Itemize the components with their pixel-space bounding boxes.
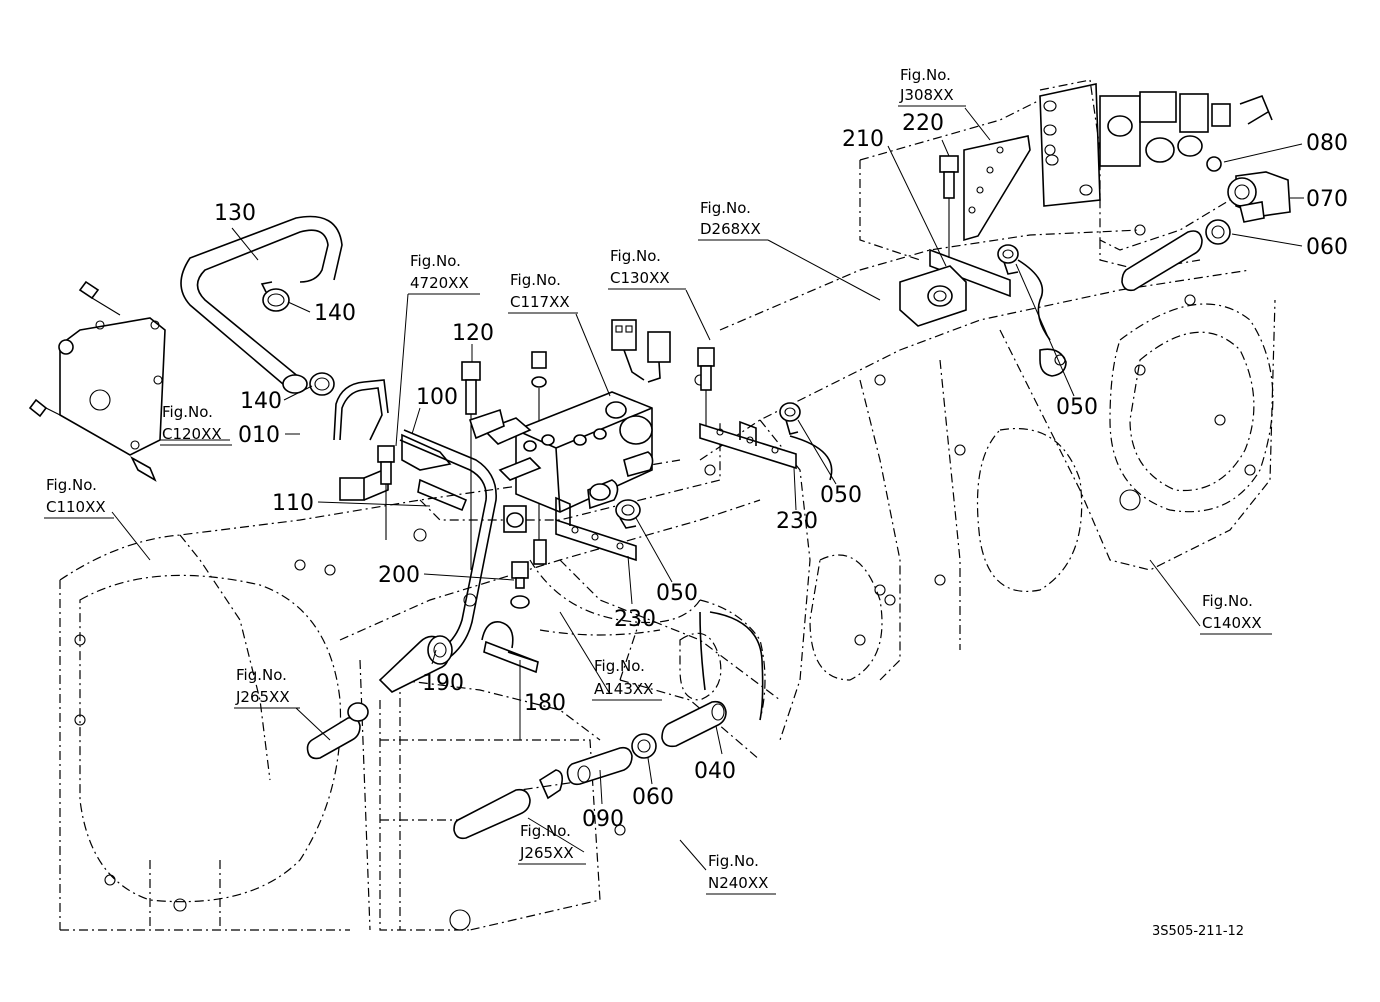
fig-ref-n240xx: Fig.No. N240XX [706,852,776,895]
fig-ref-d268xx: Fig.No. D268XX [698,199,768,241]
hose-upper-right [1121,230,1203,292]
svg-text:J308XX: J308XX [899,86,954,104]
svg-text:4720XX: 4720XX [410,274,469,292]
svg-text:C140XX: C140XX [1202,614,1262,632]
fig-ref-a143xx: Fig.No. A143XX [592,657,662,701]
callout-220: 220 [902,111,944,136]
control-valve-block [468,391,654,565]
svg-text:Fig.No.: Fig.No. [410,252,461,270]
o-ring-080 [1206,156,1222,172]
svg-text:N240XX: N240XX [708,874,768,892]
leader-lines [111,107,1304,871]
svg-text:Fig.No.: Fig.No. [510,271,561,289]
drawing-code: 3S505-211-12 [1152,924,1244,939]
svg-text:Fig.No.: Fig.No. [236,666,287,684]
svg-text:J265XX: J265XX [519,844,574,862]
callout-180: 180 [524,691,566,716]
svg-text:C120XX: C120XX [162,425,222,443]
svg-text:C117XX: C117XX [510,293,570,311]
callout-070: 070 [1306,187,1348,212]
svg-text:Fig.No.: Fig.No. [162,403,213,421]
svg-text:Fig.No.: Fig.No. [46,476,97,494]
bracket-210 [899,135,1031,327]
callout-040: 040 [694,759,736,784]
callout-230-lower: 230 [614,607,656,632]
svg-text:Fig.No.: Fig.No. [520,822,571,840]
callout-060-lower: 060 [632,785,674,810]
hose-040 [661,700,727,748]
callout-090: 090 [582,807,624,832]
svg-text:Fig.No.: Fig.No. [594,657,645,675]
fig-ref-j265xx-left: Fig.No. J265XX [234,666,300,709]
clamp-060-lower [631,733,657,759]
bracket-plate-230 [555,420,797,562]
svg-text:A143XX: A143XX [594,680,653,698]
svg-text:Fig.No.: Fig.No. [708,852,759,870]
callout-050-lower: 050 [656,581,698,606]
svg-text:C110XX: C110XX [46,498,106,516]
svg-text:C130XX: C130XX [610,269,670,287]
bolt-120 [461,361,481,570]
callout-140-lower: 140 [240,389,282,414]
callout-060-upper: 060 [1306,235,1348,260]
fig-ref-j308xx: Fig.No. J308XX [898,66,966,107]
transmission-housing-outline [59,79,1276,931]
callout-050-right: 050 [1056,395,1098,420]
electrical-connectors [611,319,671,383]
callout-010: 010 [238,423,280,448]
bolt-220 [939,155,959,258]
callout-080: 080 [1306,131,1348,156]
callout-120: 120 [452,321,494,346]
clamp-060-upper [1205,219,1231,245]
figure-references: Fig.No. J308XX Fig.No. D268XX Fig.No. C1… [44,66,1272,895]
callout-210: 210 [842,127,884,152]
callout-140-upper: 140 [314,301,356,326]
pipe-110-190 [399,429,497,661]
fig-ref-4720xx: Fig.No. 4720XX [408,252,480,295]
clamp-050 [615,244,1019,529]
cover-plate-010 [28,280,166,482]
fig-ref-c110xx: Fig.No. C110XX [44,476,114,519]
callout-100: 100 [416,385,458,410]
svg-text:D268XX: D268XX [700,220,761,238]
hydraulic-unit-top-right [1039,83,1273,207]
fitting-090 [538,746,633,800]
svg-text:J265XX: J265XX [235,688,290,706]
clamp-180 [481,621,539,674]
callout-110: 110 [272,491,314,516]
u-bracket [333,379,389,501]
callout-190: 190 [422,671,464,696]
fig-ref-c117xx: Fig.No. C117XX [508,271,578,314]
part-callouts: 010 040 050 050 050 060 060 070 080 090 … [214,111,1348,832]
hose-clamp-140 [260,281,335,396]
housing-bolt-holes [74,144,1256,931]
svg-text:Fig.No.: Fig.No. [900,66,951,84]
pipe-230 [699,611,764,721]
callout-130: 130 [214,201,256,226]
fig-ref-c140xx: Fig.No. C140XX [1200,592,1272,635]
fig-ref-c120xx: Fig.No. C120XX [160,403,232,446]
svg-text:Fig.No.: Fig.No. [1202,592,1253,610]
hose-right-side [789,259,1067,481]
callout-050-mid: 050 [820,483,862,508]
callout-230-mid: 230 [776,509,818,534]
fig-ref-c130xx: Fig.No. C130XX [608,247,686,290]
callout-200: 200 [378,563,420,588]
pipe-lower-left [306,702,531,840]
fitting-upper-small [1239,201,1265,223]
hose-130 [180,215,343,394]
fig-ref-j265xx-lower: Fig.No. J265XX [518,822,586,865]
svg-text:Fig.No.: Fig.No. [610,247,661,265]
svg-text:Fig.No.: Fig.No. [700,199,751,217]
